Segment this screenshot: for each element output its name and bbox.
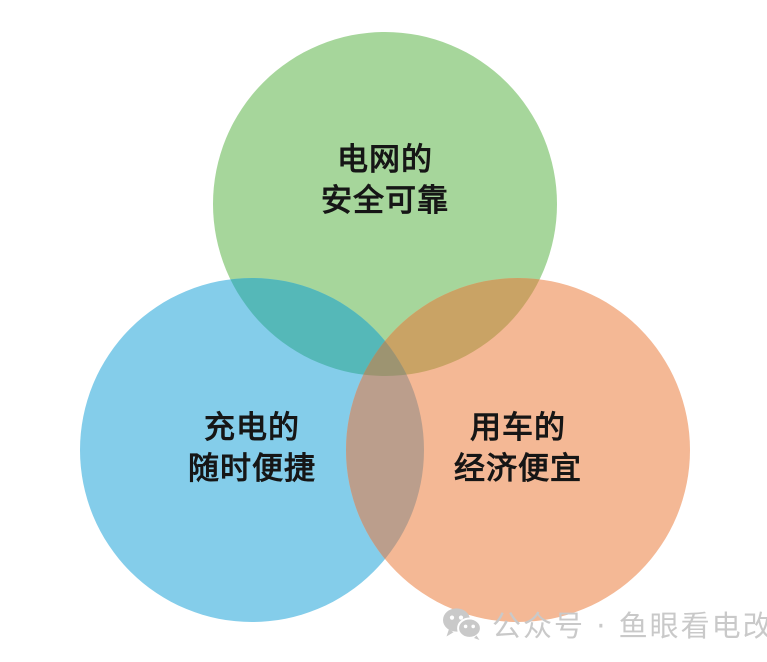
watermark: 公众号 · 鱼眼看电改 [443, 603, 767, 645]
circle-label-vehicle-cost: 用车的 经济便宜 [418, 408, 618, 490]
overlap-grid-charging [213, 278, 424, 376]
circle-label-grid: 电网的 安全可靠 [285, 140, 485, 222]
circle-label-grid-line2: 安全可靠 [321, 183, 449, 220]
circle-label-charging-line1: 充电的 [204, 410, 300, 446]
circle-label-vehicle-cost-line2: 经济便宜 [454, 451, 582, 488]
circle-label-vehicle-cost-line1: 用车的 [470, 410, 566, 446]
watermark-text: 公众号 · 鱼眼看电改 [492, 609, 767, 643]
wechat-icon [443, 608, 481, 640]
circle-label-grid-line1: 电网的 [337, 142, 433, 178]
circle-label-charging-line2: 随时便捷 [188, 451, 316, 488]
circle-label-charging: 充电的 随时便捷 [152, 408, 352, 490]
overlap-grid-cost [346, 278, 557, 376]
